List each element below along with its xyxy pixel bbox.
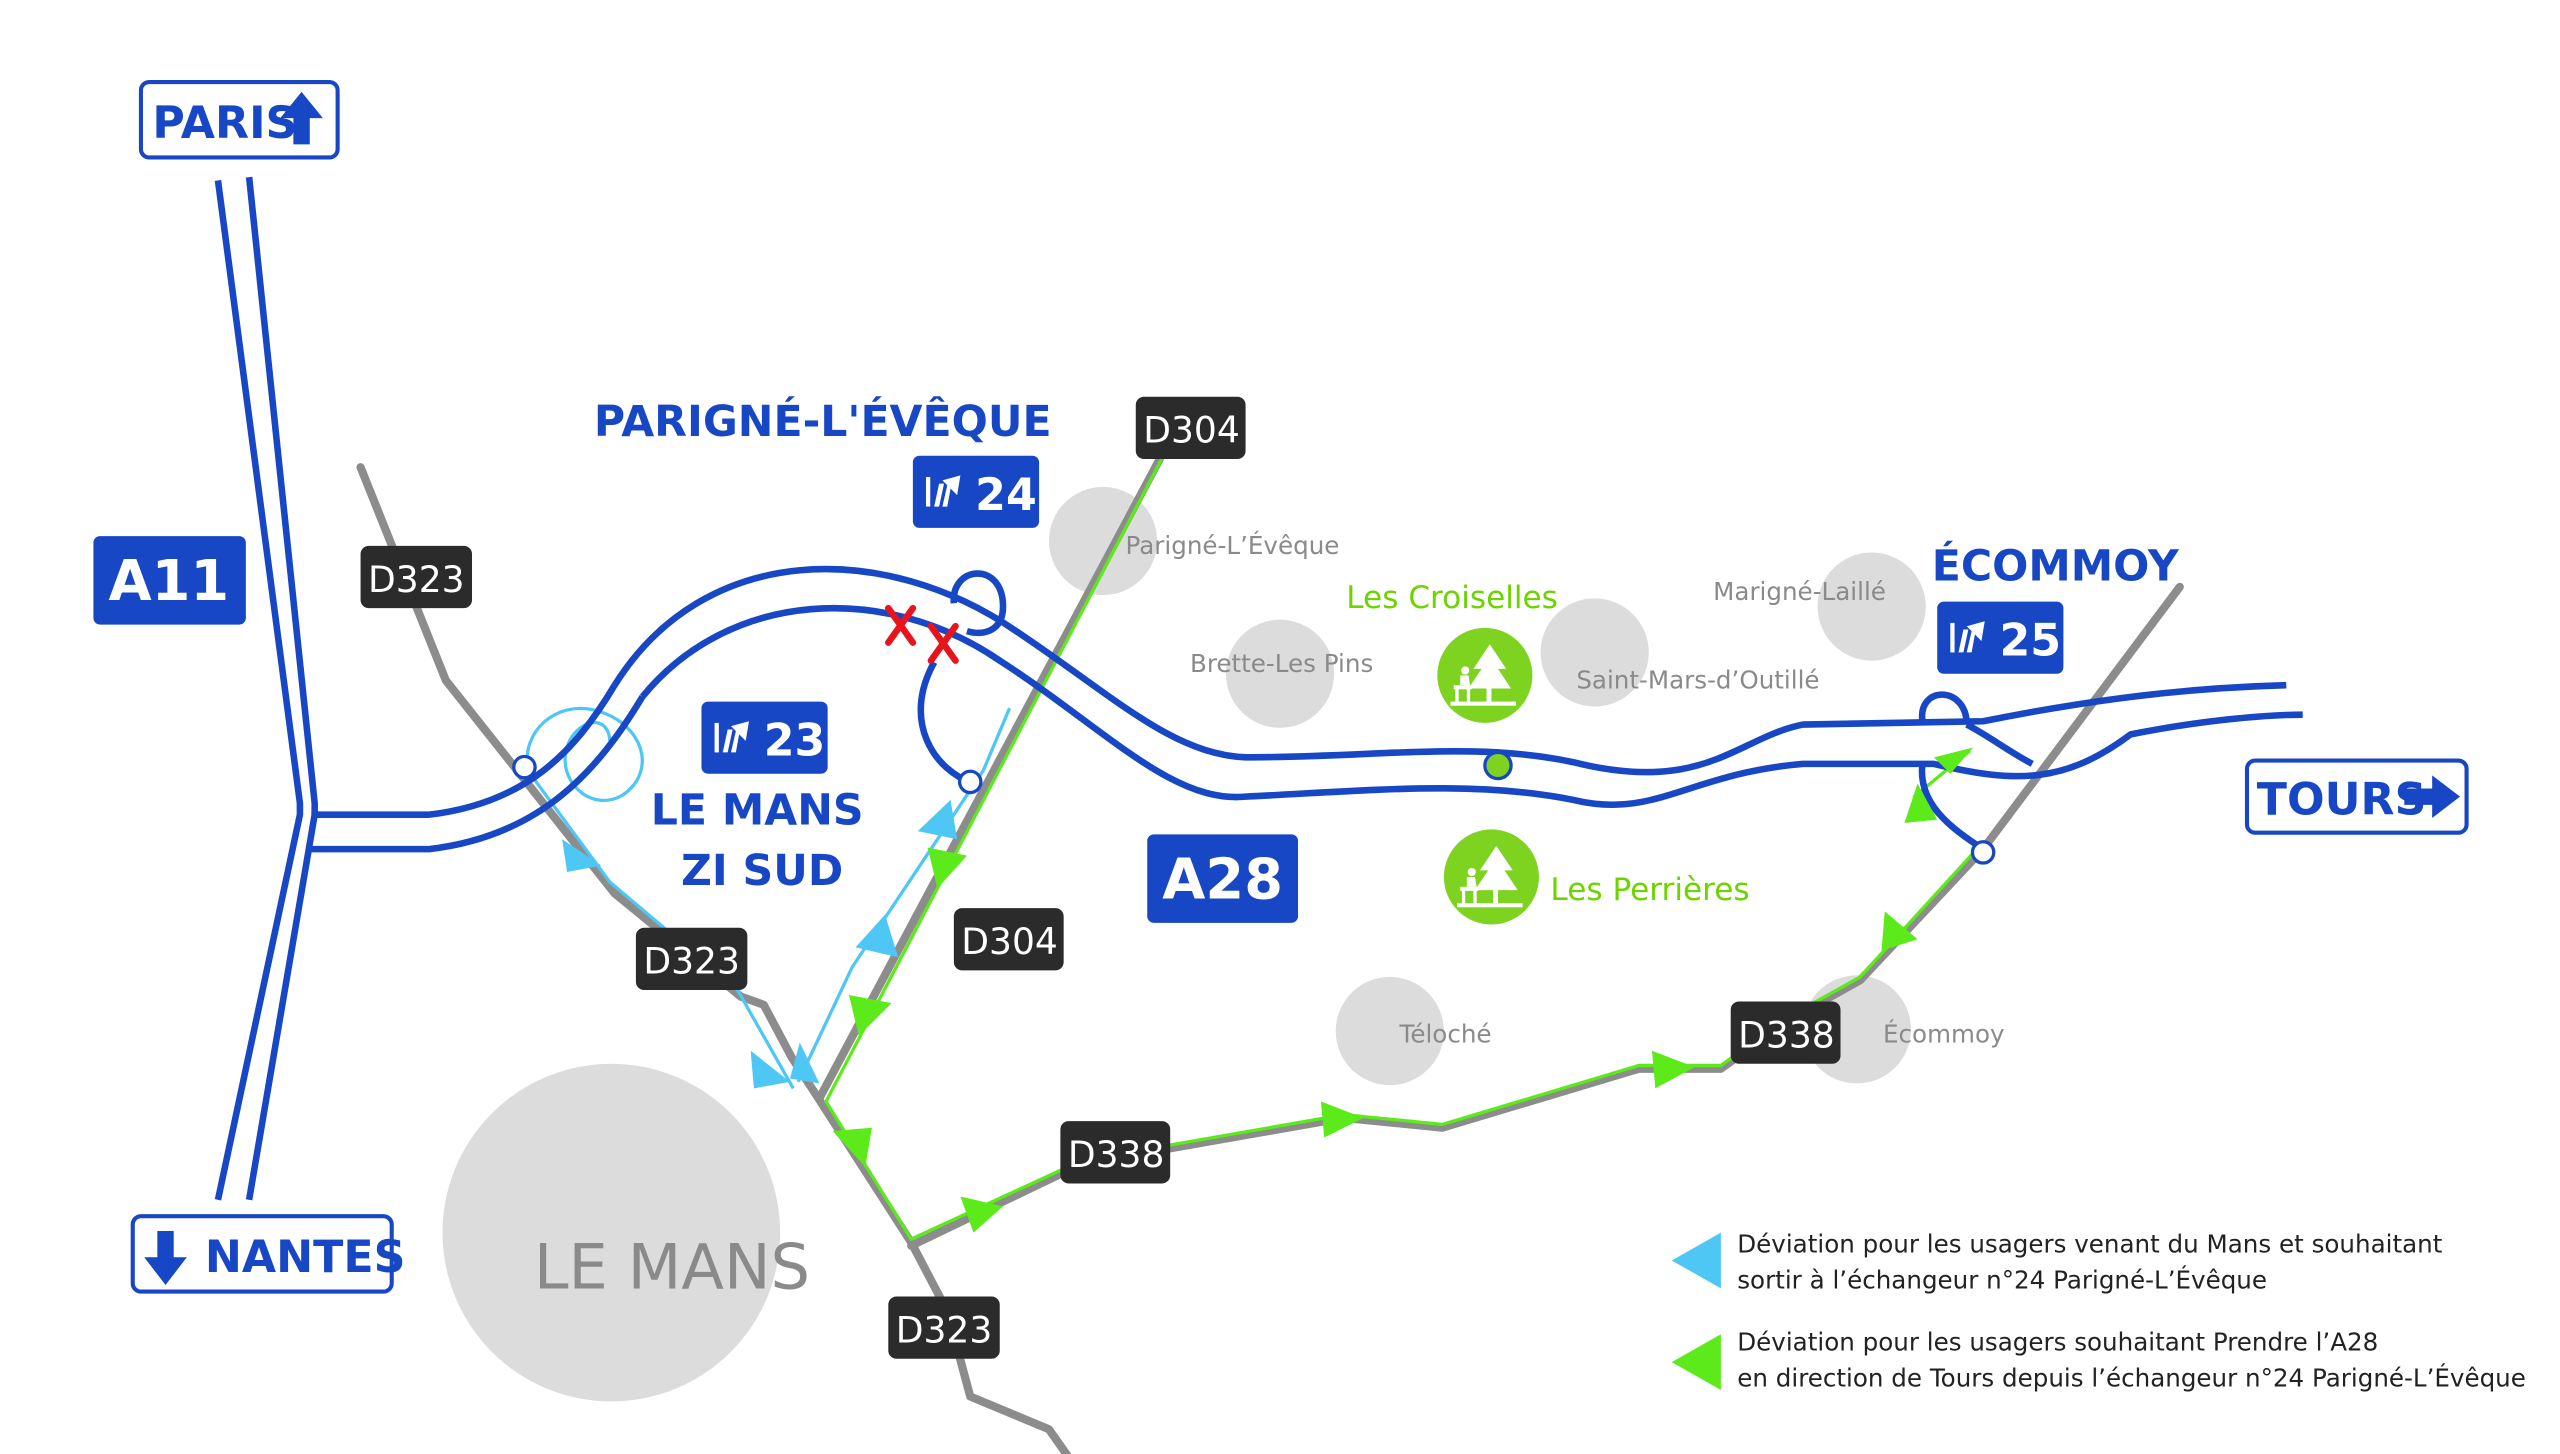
green-arrow-icon: [960, 1196, 1004, 1233]
direction-paris-label: PARIS: [152, 98, 297, 149]
green-arrow-icon: [1320, 1101, 1364, 1138]
motorway-a11-label: A11: [108, 549, 229, 614]
exit-23-name-line2: ZI SUD: [681, 846, 843, 896]
motorway-a11-line: [214, 176, 646, 1201]
junction-exit-25: [1970, 840, 1996, 865]
direction-sign-paris: PARIS: [138, 80, 340, 160]
road-label-d304-north: D304: [1135, 396, 1246, 460]
green-arrow-icon: [1904, 783, 1938, 823]
town-label-marigne: Marigné-Laillé: [1713, 577, 1886, 606]
arrow-down-icon: [144, 1230, 187, 1286]
exit-25-number: 25: [1999, 616, 2061, 667]
legend-green-arrow-icon: [1671, 1334, 1721, 1390]
road-label-d323-mid: D323: [635, 927, 748, 991]
blue-arrow-icon: [789, 1042, 820, 1084]
road-label-text: D338: [1738, 1014, 1835, 1056]
junction-exit-24: [957, 769, 983, 795]
green-arrow-icon: [1881, 911, 1918, 951]
rest-area-croiselles-label: Les Croiselles: [1346, 580, 1558, 616]
legend-blue-line1: Déviation pour les usagers venant du Man…: [1737, 1229, 2442, 1258]
road-label-text: D323: [896, 1309, 993, 1351]
direction-sign-tours: TOURS: [2244, 758, 2469, 835]
direction-tours-label: TOURS: [2257, 775, 2427, 826]
rest-area-perrieres: Les Perrières: [1443, 829, 1750, 925]
rest-area-junction: [1483, 750, 1513, 781]
exit-badge-24: 24: [912, 455, 1040, 528]
closure-icon: [885, 604, 959, 664]
road-label-text: D304: [1143, 410, 1240, 452]
road-label-text: D323: [643, 941, 740, 983]
road-label-text: D338: [1068, 1134, 1165, 1176]
motorway-shield-a11: A11: [93, 536, 246, 625]
picnic-tree-icon: [1437, 627, 1533, 723]
legend: Déviation pour les usagers venant du Man…: [1671, 1229, 2526, 1393]
blue-detour-arrows: [562, 799, 958, 1089]
town-label-parigne: Parigné-L’Évêque: [1126, 531, 1340, 560]
blue-arrow-icon: [917, 799, 958, 840]
picnic-tree-icon: [1443, 829, 1539, 925]
town-circle-teloche: [1335, 976, 1444, 1086]
green-arrow-icon: [848, 994, 892, 1036]
exit-25-name: ÉCOMMOY: [1932, 540, 2180, 591]
arrow-up-icon: [280, 91, 323, 145]
town-label-brette: Brette-Les Pins: [1190, 649, 1373, 678]
blue-arrow-icon: [855, 914, 899, 958]
legend-blue-line2: sortir à l’échangeur n°24 Parigné-L’Évêq…: [1737, 1265, 2267, 1294]
town-label-le-mans: LE MANS: [534, 1230, 810, 1303]
exit-24-name: PARIGNÉ-L'ÉVÊQUE: [594, 396, 1052, 447]
arrow-right-icon: [2404, 775, 2461, 818]
town-circle-marigne: [1817, 552, 1926, 661]
junction-markers: [512, 750, 1996, 865]
road-label-text: D323: [368, 559, 465, 601]
road-d304: [815, 435, 1175, 1103]
town-label-ecommoy: Écommoy: [1883, 1019, 2005, 1048]
direction-nantes-label: NANTES: [205, 1232, 406, 1283]
road-label-d323-north: D323: [360, 545, 473, 609]
legend-green-line1: Déviation pour les usagers souhaitant Pr…: [1737, 1328, 2378, 1357]
exit-23-name-line1: LE MANS: [651, 786, 864, 836]
exit-badge-23: 23: [701, 701, 828, 774]
exit-24-number: 24: [975, 470, 1037, 521]
rest-area-perrieres-label: Les Perrières: [1550, 872, 1749, 908]
road-label-d323-south: D323: [888, 1296, 1000, 1359]
green-detour-arrows: [832, 747, 1974, 1233]
legend-green-line2: en direction de Tours depuis l’échangeur…: [1737, 1364, 2526, 1393]
detour-green-route: [824, 441, 1982, 1241]
motorway-shield-a28: A28: [1147, 834, 1299, 923]
exit-23-number: 23: [764, 716, 826, 767]
road-label-text: D304: [961, 921, 1058, 963]
town-circle-le-mans: [442, 1063, 781, 1402]
green-arrow-icon: [1652, 1050, 1695, 1089]
blue-arrow-icon: [750, 1050, 790, 1089]
town-circle-saint-mars: [1540, 598, 1649, 707]
town-label-saint-mars: Saint-Mars-d’Outillé: [1576, 665, 1819, 694]
road-label-d338-east: D338: [1730, 1001, 1841, 1064]
town-circle-brette: [1225, 619, 1335, 728]
green-arrow-icon: [927, 847, 967, 889]
rest-area-croiselles: Les Croiselles: [1346, 580, 1558, 723]
road-label-d304-south: D304: [953, 908, 1064, 971]
exit-badge-25: 25: [1937, 601, 2064, 674]
junction-exit-23: [512, 754, 537, 780]
blue-arrow-icon: [562, 839, 602, 873]
legend-blue-arrow-icon: [1671, 1232, 1721, 1289]
town-label-teloche: Téloché: [1399, 1019, 1492, 1048]
motorway-a28-label: A28: [1162, 847, 1283, 912]
road-label-d338-west: D338: [1060, 1121, 1171, 1184]
direction-sign-nantes: NANTES: [130, 1214, 406, 1294]
green-arrow-icon: [832, 1127, 872, 1168]
